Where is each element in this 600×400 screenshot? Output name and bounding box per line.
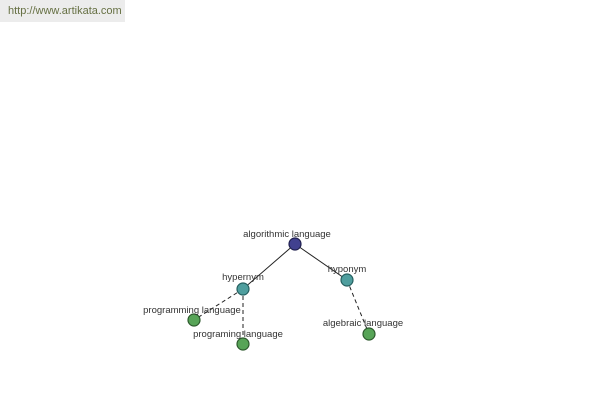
- node-label-hypernym[interactable]: hypernym: [222, 272, 264, 283]
- edge-algorithmic-hypernym: [242, 243, 296, 290]
- url-watermark: http://www.artikata.com: [0, 0, 125, 22]
- node-label-programing-language[interactable]: programing language: [193, 329, 283, 340]
- node-programming-language[interactable]: [187, 313, 201, 327]
- node-label-algebraic-language[interactable]: algebraic language: [323, 318, 403, 329]
- edge-algorithmic-hyponym: [294, 243, 348, 281]
- node-label-algorithmic-language[interactable]: algorithmic language: [243, 229, 331, 240]
- node-algorithmic-language[interactable]: [288, 237, 302, 251]
- node-label-hyponym[interactable]: hyponym: [328, 264, 367, 275]
- node-label-programming-language[interactable]: programming language: [143, 305, 241, 316]
- edge-hypernym-programming-language: [193, 288, 244, 321]
- node-hyponym[interactable]: [340, 273, 354, 287]
- node-programing-language[interactable]: [236, 337, 250, 351]
- edge-hyponym-algebraic-language: [346, 279, 370, 335]
- node-algebraic-language[interactable]: [362, 327, 376, 341]
- node-hypernym[interactable]: [236, 282, 250, 296]
